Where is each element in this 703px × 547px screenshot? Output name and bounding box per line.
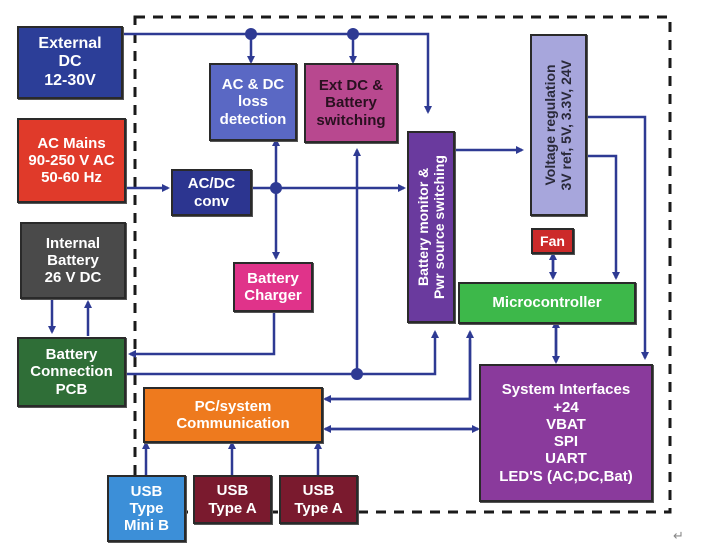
block-usb-type-a-1-label: USB Type A [208, 482, 257, 517]
block-ac-mains-label: AC Mains 90-250 V AC 50-60 Hz [28, 134, 115, 187]
return-glyph: ↵ [673, 528, 684, 543]
block-usb-mini-b-label: USB Type Mini B [124, 482, 169, 535]
block-battery-charger-label: Battery Charger [244, 269, 302, 304]
block-battery-connection-pcb-label: Battery Connection PCB [30, 346, 113, 398]
block-usb-mini-b: USB Type Mini B [107, 475, 186, 542]
connector-extdc-bus [122, 32, 432, 114]
block-usb-type-a-2: USB Type A [279, 475, 358, 524]
block-microcontroller: Microcontroller [458, 282, 636, 324]
enclosure-border [133, 15, 672, 514]
block-internal-battery: Internal Battery 26 V DC [20, 222, 126, 299]
block-microcontroller-label: Microcontroller [492, 294, 602, 312]
block-ac-dc-conv: AC/DC conv [171, 169, 252, 216]
block-internal-battery-label: Internal Battery 26 V DC [44, 234, 102, 287]
block-battery-monitor: Battery monitor & Pwr source switching [407, 131, 455, 323]
block-ac-dc-conv-label: AC/DC conv [187, 175, 236, 210]
block-system-interfaces-label: System Interfaces +24 VBAT SPI UART LED'… [499, 381, 633, 485]
connector-vreg-micro [586, 154, 620, 280]
block-external-dc-label: External DC 12-30V [38, 34, 102, 89]
block-external-dc: External DC 12-30V [17, 26, 123, 99]
block-pc-system-communication-label: PC/system Communication [176, 397, 290, 432]
block-ext-dc-battery-switching-label: Ext DC & Battery switching [316, 77, 386, 129]
connector-charger-batpcb [128, 312, 276, 358]
block-ac-dc-loss-detection-label: AC & DC loss detection [219, 76, 287, 128]
connector-batpcb-bus [126, 330, 439, 376]
junction-dot [270, 182, 282, 194]
block-fan: Fan [531, 228, 574, 254]
junction-dot [351, 368, 363, 380]
block-voltage-regulation-label: Voltage regulation 3V ref, 5V, 3.3V, 24V [542, 59, 575, 191]
block-pc-system-communication: PC/system Communication [143, 387, 323, 443]
junction-dot [347, 28, 359, 40]
block-battery-monitor-label: Battery monitor & Pwr source switching [414, 155, 447, 299]
block-ac-mains: AC Mains 90-250 V AC 50-60 Hz [17, 118, 126, 203]
block-system-interfaces: System Interfaces +24 VBAT SPI UART LED'… [479, 364, 653, 502]
block-battery-connection-pcb: Battery Connection PCB [17, 337, 126, 407]
block-ext-dc-battery-switching: Ext DC & Battery switching [304, 63, 398, 143]
block-usb-type-a-2-label: USB Type A [294, 482, 343, 517]
block-fan-label: Fan [540, 232, 565, 249]
block-ac-dc-loss-detection: AC & DC loss detection [209, 63, 297, 141]
block-battery-charger: Battery Charger [233, 262, 313, 312]
junction-dot [245, 28, 257, 40]
connector-vreg-sysif [586, 115, 649, 360]
connector-comm-micro [325, 330, 474, 401]
connector-micro-comm [323, 340, 472, 403]
block-usb-type-a-1: USB Type A [193, 475, 272, 524]
block-voltage-regulation: Voltage regulation 3V ref, 5V, 3.3V, 24V [530, 34, 587, 216]
